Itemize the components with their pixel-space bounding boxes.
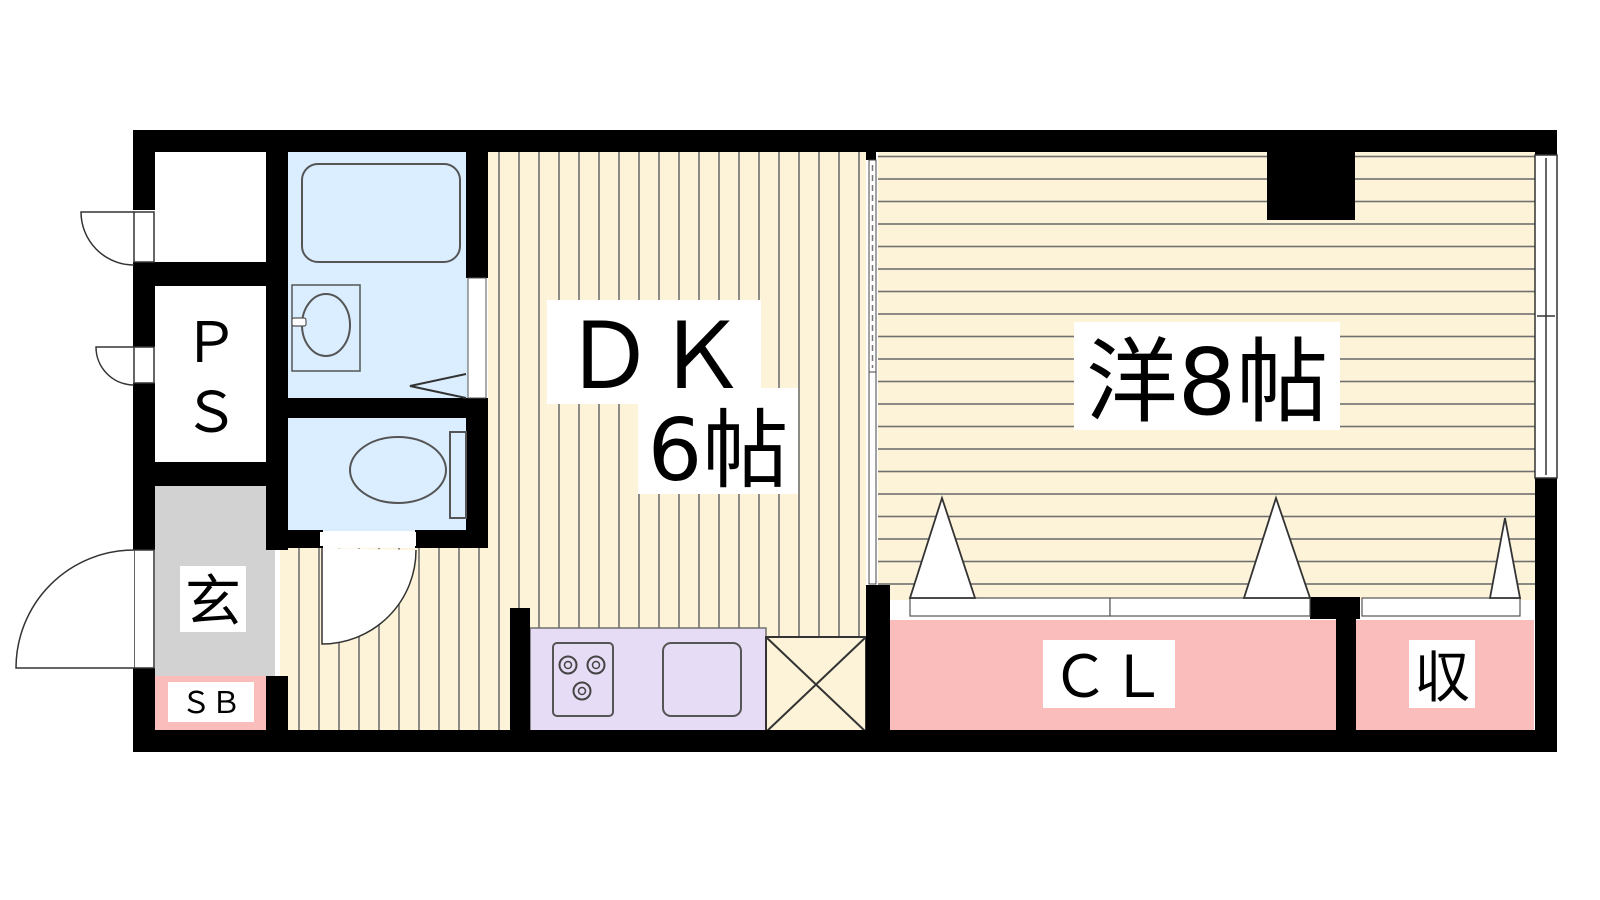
door-opening-mark <box>1488 517 1522 599</box>
front-door-swing <box>15 549 135 669</box>
door-opening-mark <box>1242 495 1312 599</box>
burner-icon <box>572 681 592 701</box>
walls <box>133 130 1557 752</box>
front-door <box>133 549 155 669</box>
shoe-box-label: ＳＢ <box>181 686 241 721</box>
toilet-tank <box>449 431 467 519</box>
door-swing <box>80 211 135 266</box>
storage-door <box>1361 597 1521 617</box>
entrance-label: 玄 <box>185 570 241 635</box>
pipe-space-label: Ｐ <box>183 311 239 376</box>
door-opening-mark <box>908 495 977 599</box>
toilet-icon <box>349 436 447 504</box>
western-room-label: 洋8帖 <box>1086 329 1329 436</box>
door-swing <box>95 346 135 386</box>
burner-icon <box>563 660 573 670</box>
burner-icon <box>558 655 578 675</box>
pipe-space-label: Ｓ <box>183 381 239 446</box>
bathtub <box>301 163 461 263</box>
bathroom-floor <box>288 150 468 275</box>
ps-door <box>133 346 155 384</box>
toilet-floor <box>288 416 468 531</box>
meter-door <box>133 211 155 263</box>
washer-mark <box>409 373 467 399</box>
sliding-door <box>868 371 877 585</box>
closet-door <box>1109 597 1311 617</box>
fridge-cross <box>765 636 867 733</box>
washroom-door <box>467 277 487 399</box>
wash-basin <box>291 284 361 372</box>
inner-door-swing <box>321 548 417 645</box>
sink-basin <box>662 642 742 717</box>
washroom-floor <box>288 275 468 400</box>
burner-icon <box>591 660 601 670</box>
stove-panel <box>552 642 614 717</box>
burner-icon <box>586 655 606 675</box>
storage-label: 収 <box>1414 646 1470 711</box>
dk-size-label: 6帖 <box>648 401 789 501</box>
closet-label: ＣＬ <box>1051 643 1167 711</box>
faucet-icon <box>291 317 307 327</box>
burner-icon <box>577 686 587 696</box>
closet-door <box>909 597 1111 617</box>
